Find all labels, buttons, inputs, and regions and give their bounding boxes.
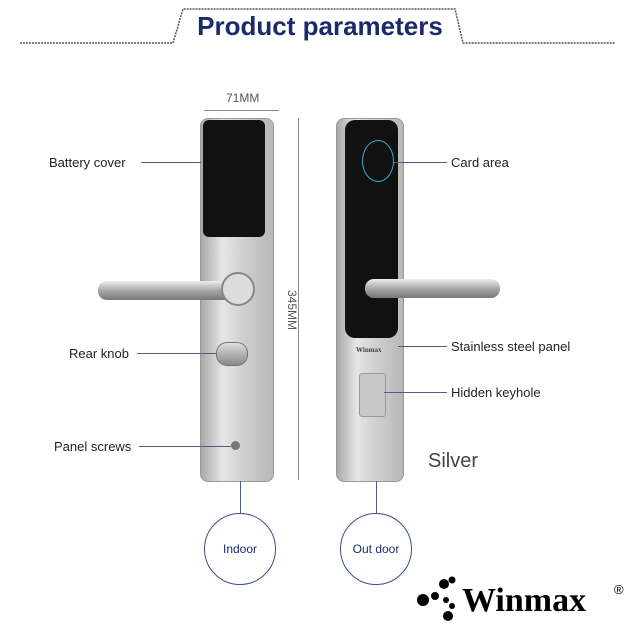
leader-line — [384, 392, 447, 393]
rear-knob — [216, 342, 248, 366]
label-battery-cover: Battery cover — [49, 155, 126, 170]
label-panel-screws: Panel screws — [54, 439, 132, 454]
connector-line — [240, 481, 241, 513]
indoor-badge: Indoor — [204, 513, 276, 585]
label-hidden-keyhole: Hidden keyhole — [451, 385, 541, 400]
leader-line — [137, 353, 217, 354]
brand-logo: Winmax — [462, 582, 587, 619]
label-stainless-panel: Stainless steel panel — [451, 339, 571, 354]
width-dimension-line — [204, 110, 279, 111]
page-title: Product parameters — [197, 11, 443, 41]
winmax-dots-logo-icon — [417, 576, 456, 621]
leader-line — [394, 162, 447, 163]
card-reader-icon — [362, 140, 394, 182]
leader-line — [141, 162, 201, 163]
height-dimension: 345MM — [285, 289, 300, 331]
color-name: Silver — [428, 450, 479, 472]
leader-line — [139, 446, 231, 447]
outdoor-badge: Out door — [340, 513, 412, 585]
registered-mark: ® — [614, 582, 624, 597]
width-dimension: 71MM — [226, 91, 260, 105]
panel-logo: Winmax — [356, 346, 382, 354]
label-rear-knob: Rear knob — [69, 346, 129, 361]
leader-line — [398, 346, 447, 347]
panel-screw — [231, 441, 240, 450]
handle-rose — [221, 272, 255, 306]
label-card-area: Card area — [451, 155, 509, 170]
indoor-label: Indoor — [222, 542, 258, 556]
battery-cover — [203, 120, 265, 237]
outdoor-label: Out door — [352, 542, 400, 556]
indoor-handle — [98, 281, 250, 300]
height-dimension-line — [298, 118, 299, 480]
header-frame — [20, 8, 615, 44]
hidden-keyhole — [359, 373, 386, 417]
connector-line — [376, 481, 377, 513]
outdoor-handle — [365, 279, 500, 298]
